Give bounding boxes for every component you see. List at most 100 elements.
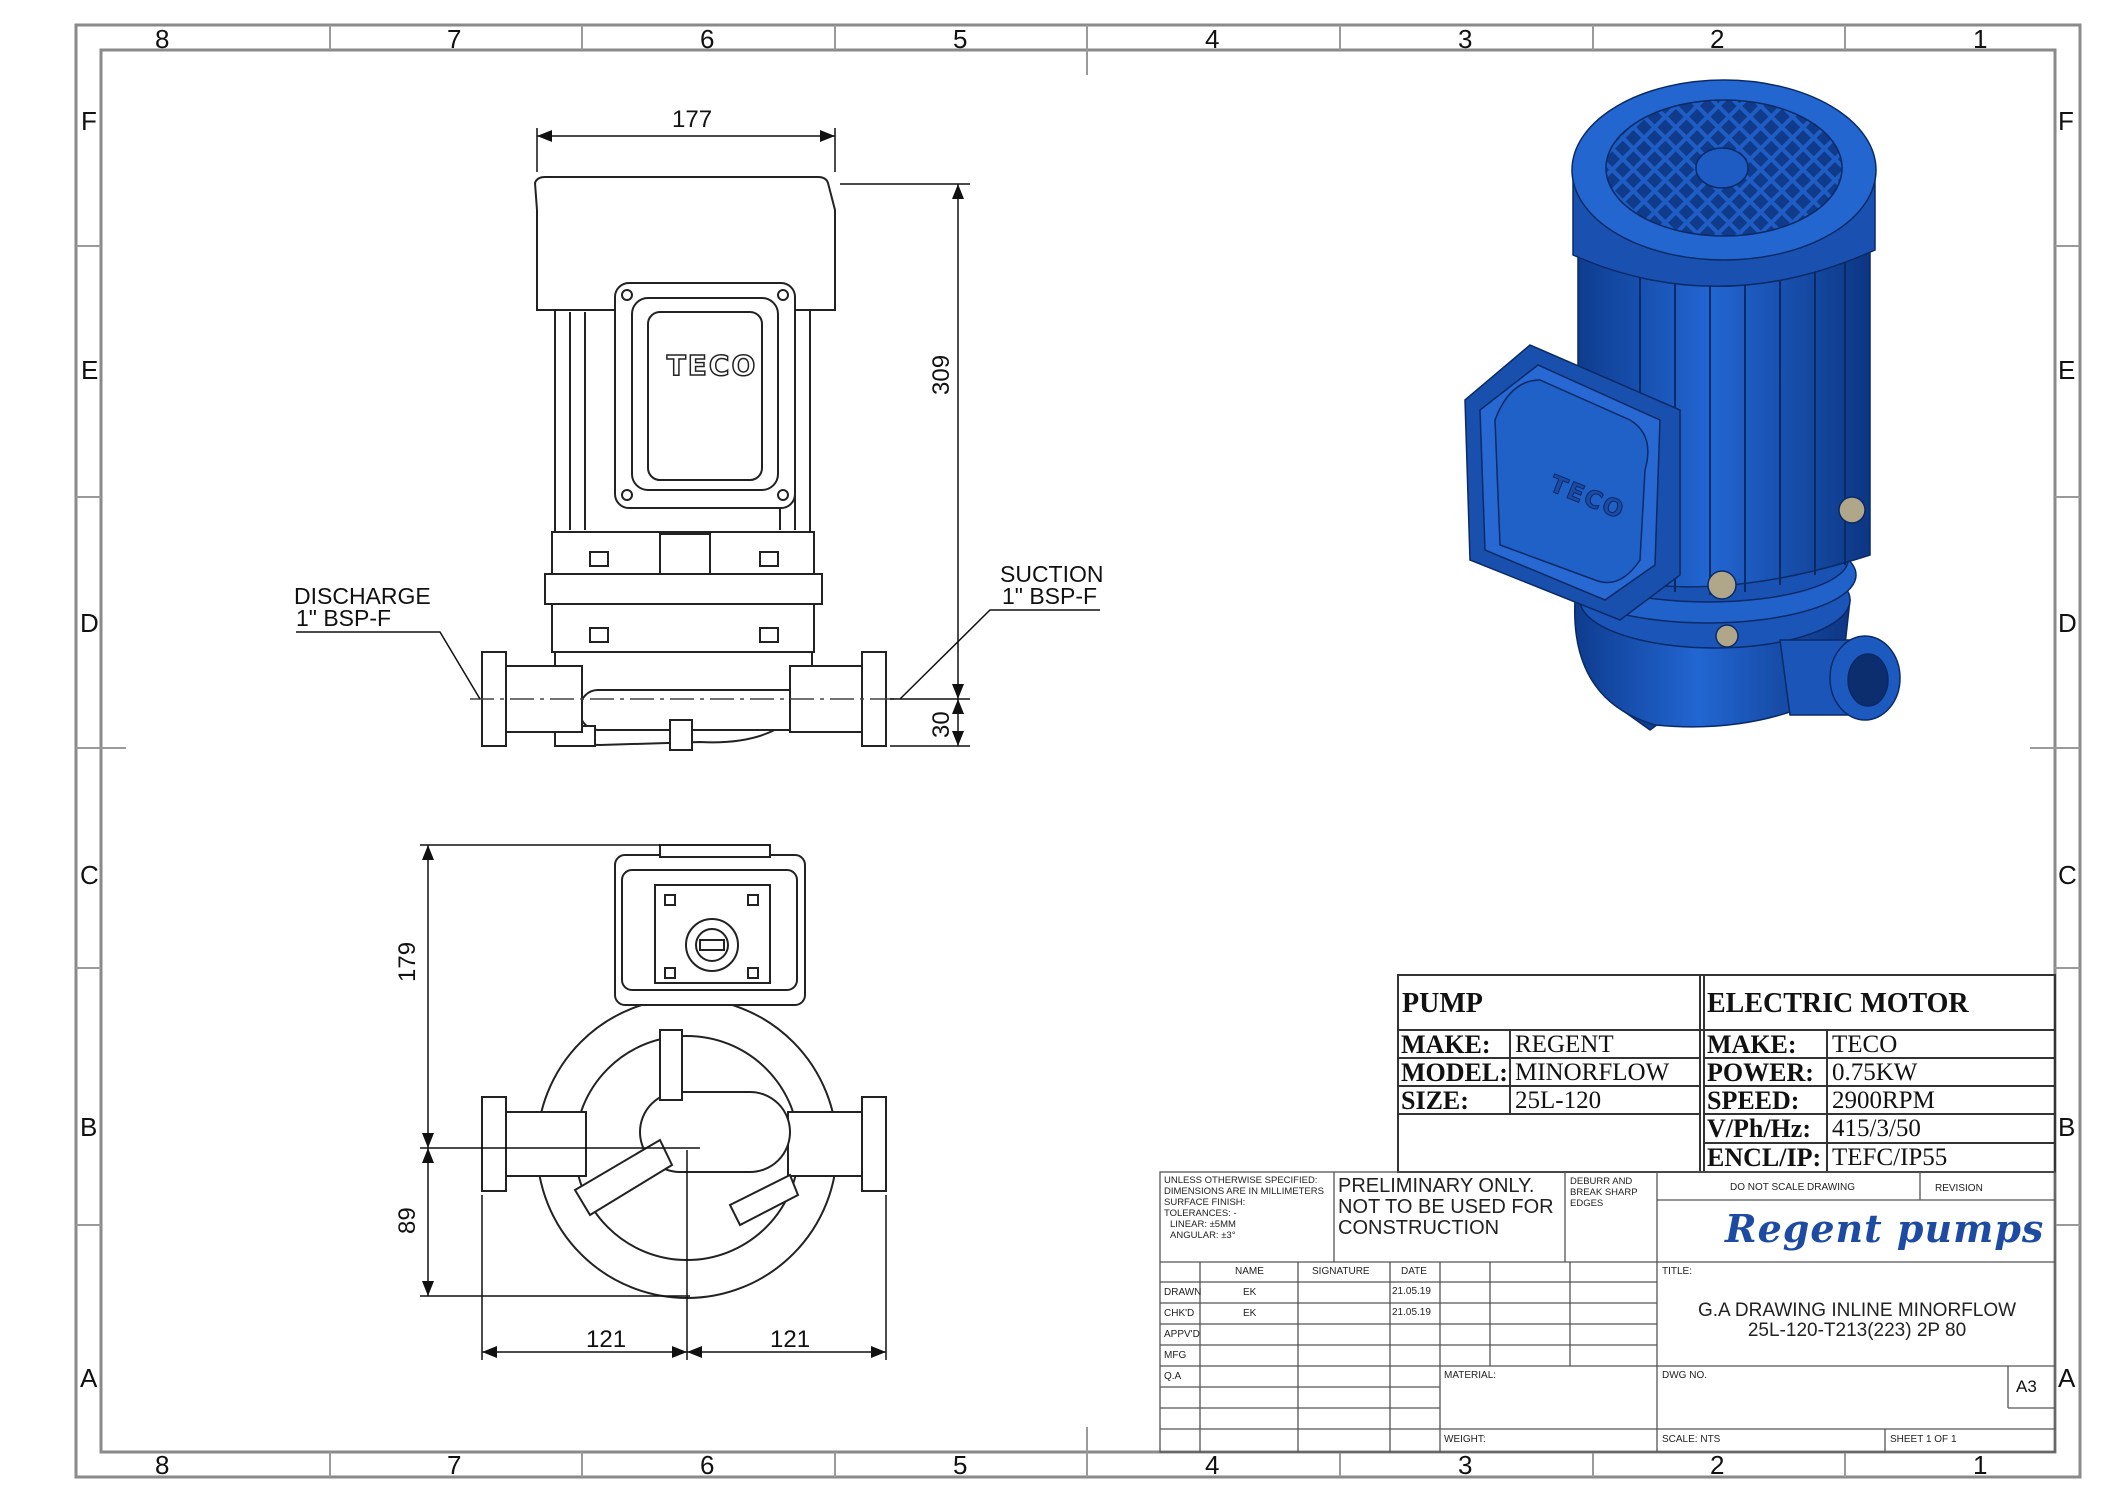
dim-height-309: 309	[928, 354, 955, 395]
col-label-7-bottom: 7	[447, 1450, 462, 1480]
col-label-5: 5	[953, 24, 968, 54]
motor-power-value: 0.75KW	[1832, 1059, 1918, 1086]
row-chkd-name: EK	[1243, 1308, 1257, 1319]
sheet-size: A3	[2016, 1377, 2037, 1396]
deburr-line-1: DEBURR AND	[1570, 1176, 1633, 1187]
do-not-scale: DO NOT SCALE DRAWING	[1730, 1182, 1856, 1193]
pump-make-key: MAKE:	[1401, 1030, 1491, 1059]
row-label-d: D	[80, 608, 99, 638]
row-label-a: A	[80, 1363, 98, 1393]
preliminary-line-3: CONSTRUCTION	[1338, 1217, 1500, 1239]
notes-line-1: UNLESS OTHERWISE SPECIFIED:	[1164, 1175, 1318, 1186]
dim-89: 89	[394, 1207, 421, 1234]
row-label-f-right: F	[2058, 106, 2074, 136]
spec-table-grid	[1397, 974, 2056, 1173]
col-label-5-bottom: 5	[953, 1450, 968, 1480]
motor-heading: ELECTRIC MOTOR	[1707, 988, 1969, 1019]
deburr-line-3: EDGES	[1570, 1198, 1604, 1209]
title-block-grid	[1159, 1171, 2056, 1453]
notes-line-2: DIMENSIONS ARE IN MILLIMETERS	[1164, 1186, 1324, 1197]
suction-callout-line2: 1" BSP-F	[1002, 583, 1098, 609]
pump-size-key: SIZE:	[1401, 1086, 1469, 1115]
motor-make-value: TECO	[1832, 1031, 1898, 1058]
row-label-d-right: D	[2058, 608, 2077, 638]
header-name: NAME	[1235, 1266, 1264, 1277]
regent-pumps-logo: Regent pumps	[1725, 1206, 2045, 1251]
row-label-e: E	[81, 355, 99, 385]
zone-dividers	[76, 25, 2080, 1477]
discharge-callout-line1: DISCHARGE	[294, 583, 431, 609]
dwg-no-label: DWG NO.	[1662, 1370, 1707, 1381]
col-label-3: 3	[1458, 24, 1473, 54]
drawing-title-line-1: G.A DRAWING INLINE MINORFLOW	[1697, 1300, 2017, 1321]
row-drawn-date: 21.05.19	[1392, 1286, 1431, 1297]
row-label-e-right: E	[2058, 355, 2076, 385]
motor-vphhz-value: 415/3/50	[1832, 1115, 1921, 1142]
weight-label: WEIGHT:	[1444, 1434, 1486, 1445]
header-date: DATE	[1401, 1266, 1427, 1277]
suction-callout-line1: SUCTION	[1000, 561, 1104, 587]
material-label: MATERIAL:	[1444, 1370, 1497, 1381]
discharge-callout-line2: 1" BSP-F	[296, 605, 392, 631]
deburr-line-2: BREAK SHARP	[1570, 1187, 1638, 1198]
drawing-title-line-2: 25L-120-T213(223) 2P 80	[1747, 1320, 1967, 1341]
dim-121-left: 121	[586, 1326, 627, 1353]
col-label-2: 2	[1710, 24, 1725, 54]
title-label: TITLE:	[1662, 1266, 1693, 1277]
front-view	[481, 176, 887, 751]
col-label-3-bottom: 3	[1458, 1450, 1473, 1480]
col-label-2-bottom: 2	[1710, 1450, 1725, 1480]
row-label-b: B	[80, 1112, 98, 1142]
col-label-7: 7	[447, 24, 462, 54]
pump-size-value: 25L-120	[1515, 1087, 1602, 1114]
row-drawn-name: EK	[1243, 1287, 1257, 1298]
row-chkd-date: 21.05.19	[1392, 1307, 1431, 1318]
preliminary-line-2: NOT TO BE USED FOR	[1338, 1196, 1554, 1218]
col-label-4-bottom: 4	[1205, 1450, 1220, 1480]
col-label-1: 1	[1973, 24, 1988, 54]
row-chkd-label: CHK'D	[1164, 1308, 1195, 1319]
row-mfg-label: MFG	[1164, 1350, 1187, 1361]
top-dimensions	[420, 844, 887, 1360]
col-label-4: 4	[1205, 24, 1220, 54]
pump-model-key: MODEL:	[1401, 1058, 1508, 1087]
top-view	[481, 844, 887, 1299]
pump-model-value: MINORFLOW	[1515, 1059, 1670, 1086]
row-label-c-right: C	[2058, 860, 2077, 890]
notes-line-5: LINEAR: ±5MM	[1170, 1219, 1236, 1230]
row-label-b-right: B	[2058, 1112, 2076, 1142]
dim-179: 179	[394, 941, 421, 982]
front-dimensions	[296, 128, 1100, 747]
front-motor-brand: TECO	[667, 349, 758, 382]
row-label-f: F	[81, 106, 97, 136]
pump-heading: PUMP	[1402, 988, 1483, 1019]
col-label-6: 6	[700, 24, 715, 54]
scale-label: SCALE: NTS	[1662, 1434, 1721, 1445]
col-label-6-bottom: 6	[700, 1450, 715, 1480]
motor-make-key: MAKE:	[1707, 1030, 1797, 1059]
row-drawn-label: DRAWN	[1164, 1287, 1202, 1298]
notes-line-4: TOLERANCES: -	[1164, 1208, 1237, 1219]
iso-view	[1464, 79, 1901, 731]
sheet-frame	[74, 23, 2082, 1479]
row-qa-label: Q.A	[1164, 1371, 1182, 1382]
motor-encl-value: TEFC/IP55	[1832, 1144, 1948, 1171]
revision-label: REVISION	[1935, 1183, 1983, 1194]
dim-121-right: 121	[770, 1326, 811, 1353]
row-label-a-right: A	[2058, 1363, 2076, 1393]
motor-speed-key: SPEED:	[1707, 1086, 1800, 1115]
motor-encl-key: ENCL/IP:	[1707, 1143, 1822, 1172]
dim-width-177: 177	[672, 106, 713, 133]
sheet-count: SHEET 1 OF 1	[1890, 1434, 1957, 1445]
notes-line-3: SURFACE FINISH:	[1164, 1197, 1246, 1208]
col-label-1-bottom: 1	[1973, 1450, 1988, 1480]
notes-line-6: ANGULAR: ±3°	[1170, 1230, 1236, 1241]
col-label-8: 8	[155, 24, 170, 54]
row-label-c: C	[80, 860, 99, 890]
pump-make-value: REGENT	[1515, 1031, 1614, 1058]
header-signature: SIGNATURE	[1312, 1266, 1370, 1277]
motor-vphhz-key: V/Ph/Hz:	[1707, 1114, 1811, 1143]
row-appvd-label: APPV'D	[1164, 1329, 1200, 1340]
motor-power-key: POWER:	[1707, 1058, 1814, 1087]
